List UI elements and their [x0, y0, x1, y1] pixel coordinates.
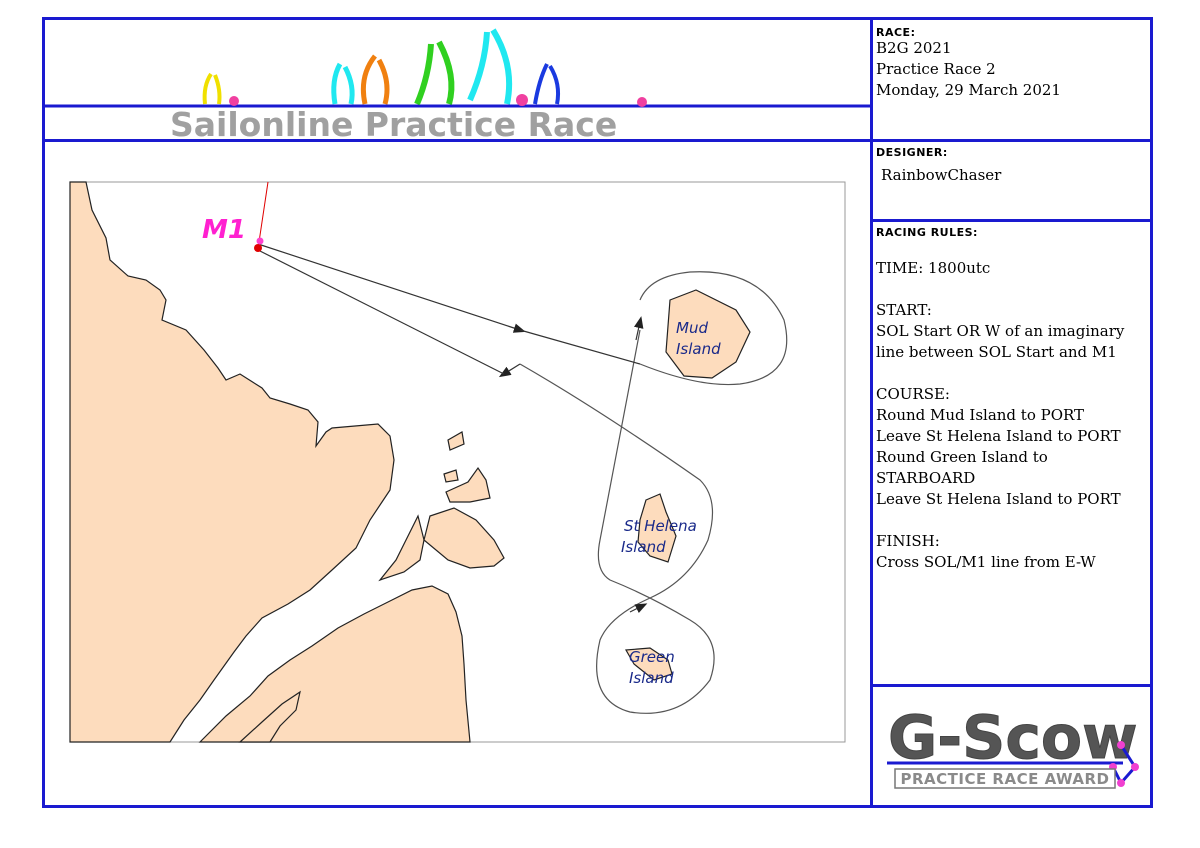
st-helena-label: Island	[621, 538, 666, 556]
sail-blue-icon	[533, 63, 561, 105]
mud-rounding	[639, 271, 788, 386]
rules-start-title: START:	[876, 301, 932, 319]
sail-yellow-icon	[202, 72, 222, 105]
st-helena-island	[637, 493, 677, 563]
rules-course-title: COURSE:	[876, 385, 950, 403]
race-label: RACE:	[876, 26, 916, 39]
green-island-label: Green	[629, 648, 675, 666]
designer-label: DESIGNER:	[876, 146, 948, 159]
award-sail-icon	[1111, 744, 1137, 786]
rules-course-line: Leave St Helena Island to PORT	[876, 427, 1121, 445]
start-point	[254, 244, 262, 252]
sail-cyan-icon	[331, 62, 355, 105]
header-title: Sailonline Practice Race	[170, 105, 617, 139]
race-date: Monday, 29 March 2021	[876, 81, 1061, 99]
rules-time: TIME: 1800utc	[876, 259, 991, 277]
rules-finish-line: Cross SOL/M1 line from E-W	[876, 553, 1096, 571]
rules-course-line: Round Mud Island to PORT	[876, 406, 1085, 424]
header-banner: Sailonline Practice Race	[45, 28, 870, 139]
lower-land	[198, 585, 471, 743]
race-subtitle: Practice Race 2	[876, 60, 996, 78]
sail-cyan-big-icon	[467, 28, 513, 105]
mainland	[69, 181, 395, 743]
st-helena-green-loop	[519, 329, 715, 714]
rules-finish-title: FINISH:	[876, 532, 940, 550]
mud-island-label: Island	[676, 340, 721, 358]
rules-label: RACING RULES:	[876, 226, 978, 239]
start-line	[258, 181, 269, 243]
inlet-island	[238, 690, 301, 743]
rules-course-line: STARBOARD	[876, 469, 976, 487]
award-panel	[870, 684, 1153, 808]
rules-course-line: Leave St Helena Island to PORT	[876, 490, 1121, 508]
race-name: B2G 2021	[876, 39, 952, 57]
sail-green-icon	[414, 40, 455, 106]
award-subtitle: PRACTICE RACE AWARD	[900, 770, 1109, 788]
st-helena-label: St Helena	[624, 517, 697, 535]
sail-orange-icon	[360, 54, 390, 105]
rules-course-line: Round Green Island to	[876, 448, 1048, 466]
green-island-label: Island	[629, 669, 674, 687]
designer-name: RainbowChaser	[881, 166, 1002, 184]
rules-start-line: line between SOL Start and M1	[876, 343, 1117, 361]
m1-mark	[256, 237, 264, 245]
course-map: M1 Mud Island St Helena Island Green Isl…	[69, 181, 846, 743]
mud-island-label: Mud	[676, 319, 708, 337]
award-logo: G-Scow PRACTICE RACE AWARD	[887, 703, 1139, 789]
m1-label: M1	[202, 215, 246, 245]
rules-body: TIME: 1800utc START: SOL Start OR W of a…	[876, 258, 1148, 573]
mud-island	[665, 289, 751, 379]
green-island	[625, 647, 673, 681]
rules-start-line: SOL Start OR W of an imaginary	[876, 322, 1125, 340]
